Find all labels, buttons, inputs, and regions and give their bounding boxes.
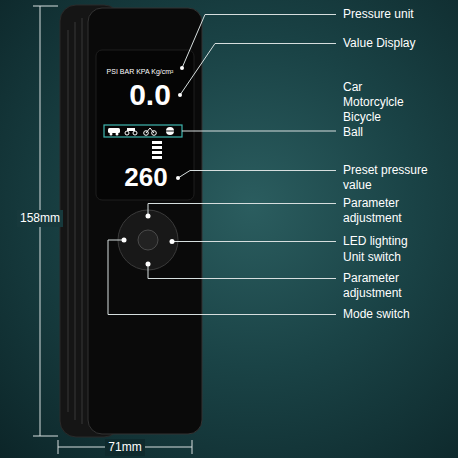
side-ridges (68, 18, 82, 424)
callout-label: Unit switch (343, 250, 401, 265)
dimension-label: 158mm (17, 210, 63, 227)
callout-label: Car Motorcylcle Bicycle Ball (343, 80, 404, 140)
center-button (138, 230, 158, 250)
display-value: 0.0 (129, 76, 171, 114)
display-glass (96, 50, 194, 200)
pressure-bar (152, 141, 162, 159)
callout-label: Parameter adjustment (343, 271, 443, 301)
callout-label: Value Display (343, 36, 415, 51)
mode-icons (108, 127, 174, 136)
callout-label: LED lighting (343, 234, 408, 249)
callout-label: Parameter adjustment (343, 196, 443, 226)
callout-label: Pressure unit (343, 7, 414, 22)
leader-dots (122, 66, 185, 267)
button-pad (118, 210, 178, 270)
dimension-label: 71mm (105, 439, 144, 456)
device-front (88, 8, 202, 434)
unit-text: PSI BAR KPA Kg/cm² (107, 67, 174, 76)
icon-strip (104, 125, 182, 137)
preset-value: 260 (124, 161, 167, 194)
leader-lines (108, 15, 336, 315)
callout-label: Mode switch (343, 307, 410, 322)
callout-label: Preset pressure value (343, 163, 443, 193)
